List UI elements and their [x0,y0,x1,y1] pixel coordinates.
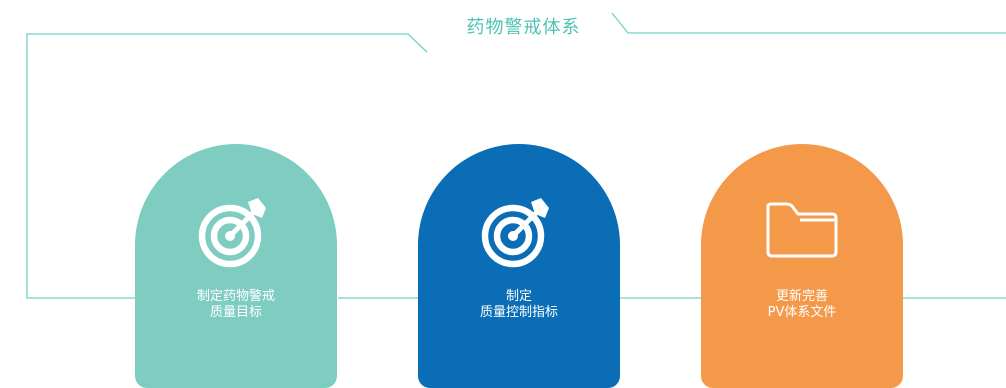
card-pv-documents: 更新完善 PV体系文件 [701,144,903,388]
card-label: 制定药物警戒 质量目标 [135,289,337,321]
card-label-line-1: 制定 [505,289,532,304]
card-label-line-2: 质量控制指标 [479,305,558,320]
card-label-line-1: 更新完善 [775,289,828,304]
frame-top-right-path [611,12,1006,34]
card-label-line-1: 制定药物警戒 [196,289,275,304]
card-quality-indicators: 制定 质量控制指标 [418,144,620,388]
card-label: 更新完善 PV体系文件 [701,289,903,321]
card-label-line-2: 质量目标 [209,305,262,320]
target-arrow-icon [481,198,549,268]
diagram-title: 药物警戒体系 [466,17,581,38]
frame-left-path [26,33,428,299]
folder-icon [766,202,838,258]
card-label: 制定 质量控制指标 [418,289,620,321]
frame-outline [600,13,1006,33]
card-quality-goals: 制定药物警戒 质量目标 [135,144,337,388]
target-arrow-icon [198,198,266,268]
card-label-line-2: PV体系文件 [767,305,837,320]
